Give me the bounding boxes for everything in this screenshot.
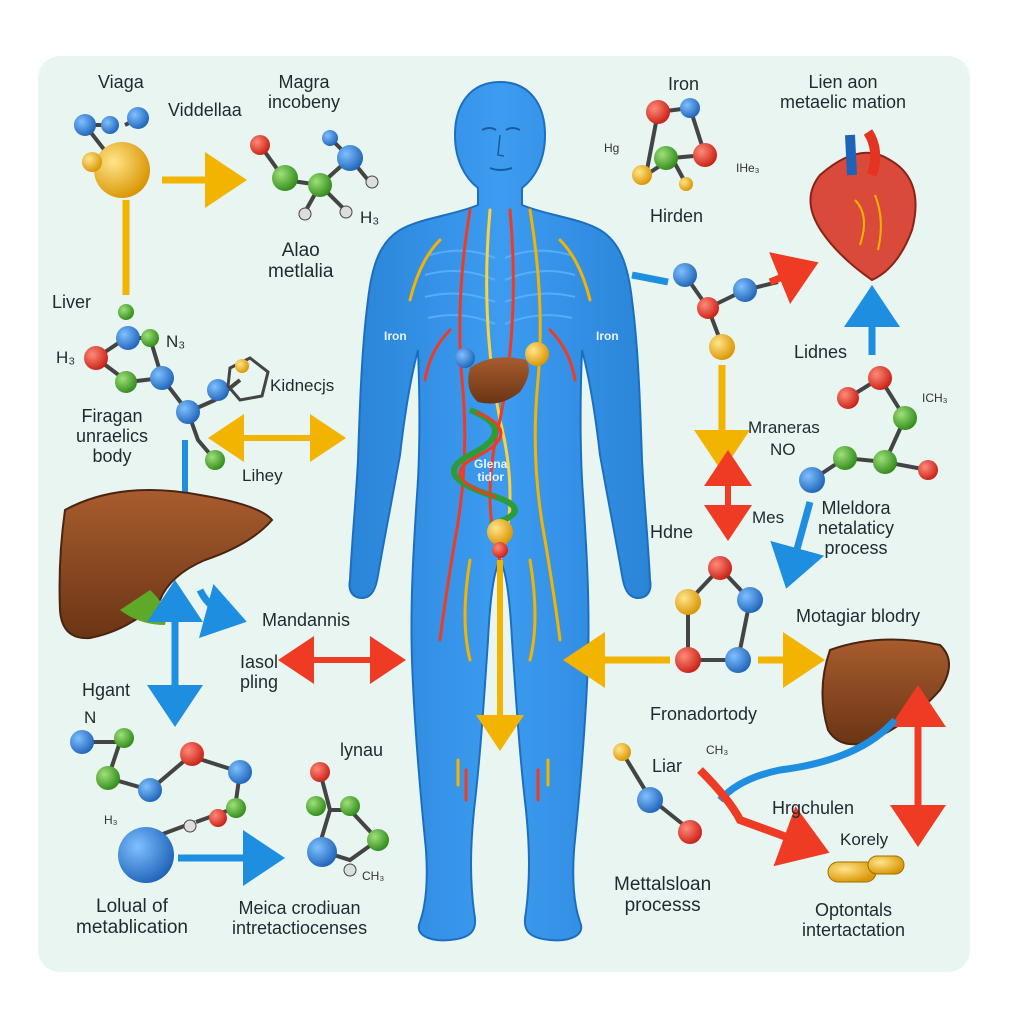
label-no-small: NO [770, 440, 796, 459]
label-firagan: Firagan unraelics body [76, 406, 149, 467]
arrow-red-to-heart [768, 252, 819, 305]
label-magra-incobeny: Magra incobeny [268, 72, 341, 113]
label-korely: Korely [840, 830, 889, 849]
label-lolual: Lolual of metablication [76, 896, 188, 939]
label-iron-body-left: Iron [384, 329, 407, 343]
molecule-fronadortody [675, 556, 763, 673]
label-h3-bottom: H₃ [104, 813, 118, 827]
label-ch3-bottom: CH₃ [362, 869, 385, 883]
arrow-red-bottom-right [697, 767, 830, 867]
label-iasol-pling: Iasol pling [240, 652, 279, 693]
label-n3-small: N₃ [166, 332, 186, 351]
molecule-iron-ring [632, 98, 717, 191]
molecule-bottom-left-chain [70, 728, 252, 883]
molecule-top-left [74, 107, 150, 198]
label-viaga: Viaga [98, 72, 144, 92]
label-mettalsloan: Mettalsloan processs [614, 874, 712, 917]
label-hg-small: Hg [604, 141, 620, 155]
label-liar: Liar [652, 756, 683, 776]
molecule-right-mid [799, 366, 938, 493]
label-optontals: Optontals intertactation [802, 900, 906, 941]
label-alao-metlalia: Alao metlalia [268, 240, 334, 283]
label-mleldora: Mleldora netalaticy process [818, 498, 895, 559]
label-mraneras: Mraneras [748, 418, 820, 437]
label-lihey: Lihey [242, 466, 283, 485]
label-hdne: Hdne [650, 522, 694, 542]
arrow-blue-right-curve [717, 717, 898, 803]
label-n-small: N [84, 708, 97, 727]
label-mandannis: Mandannis [262, 610, 351, 630]
label-ich3: ICH₃ [922, 391, 948, 405]
label-lidnes: Lidnes [794, 342, 848, 362]
molecule-liar [613, 743, 702, 844]
molecule-lynau [306, 762, 389, 877]
label-hirden: Hirden [650, 206, 704, 226]
arrow-blue-curve-left [196, 583, 247, 639]
label-lien-aon: Lien aon metaelic mation [780, 72, 907, 113]
label-body-center: Glena tidor [474, 457, 508, 485]
label-viddellaa: Viddellaa [168, 100, 242, 120]
capsule-korely [827, 855, 905, 883]
label-h3-left: H₃ [56, 348, 76, 367]
liver-left [58, 489, 274, 640]
molecule-magra [250, 130, 379, 221]
arrow-blue-top-right [631, 271, 669, 286]
molecule-right-chain [673, 263, 779, 360]
label-liver: Liver [52, 292, 92, 312]
label-iron-body-right: Iron [596, 329, 619, 343]
label-kidnecjs: Kidnecjs [270, 376, 335, 395]
label-hgant: Hgant [82, 680, 131, 700]
label-mes: Mes [752, 508, 785, 527]
label-meica: Meica crodiuan intretactiocenses [232, 898, 368, 939]
heart [809, 129, 917, 282]
label-ihe3: IHe₃ [736, 161, 760, 175]
arrow-blue-right-mid [770, 501, 825, 589]
human-body-figure [348, 80, 652, 942]
label-h3-mid: H₃ [360, 208, 380, 227]
label-iron-top: Iron [668, 74, 700, 94]
label-hrgchulen: Hrgchulen [772, 798, 855, 818]
label-lynau: lynau [340, 740, 384, 760]
label-motagiar-blodry: Motagiar blodry [796, 606, 921, 626]
label-ch3-right: CH₃ [706, 743, 729, 757]
label-fronadortody: Fronadortody [650, 704, 758, 724]
